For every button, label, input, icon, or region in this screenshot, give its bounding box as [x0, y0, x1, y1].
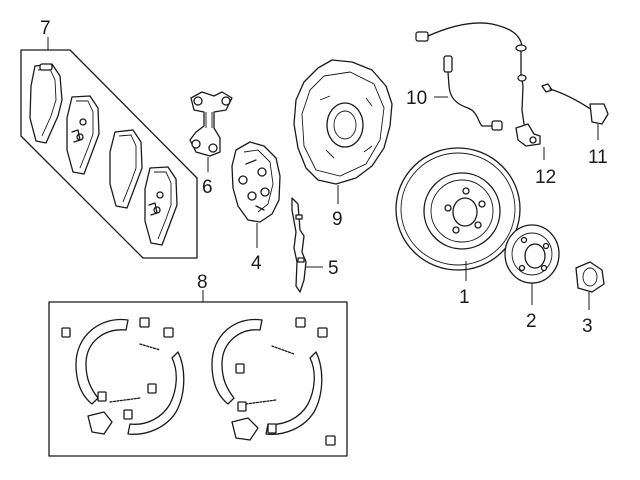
brake-pad [29, 63, 63, 144]
parking-brake-shoe-kit-group: 8 [48, 272, 348, 457]
brake-shoe-set-right [211, 317, 336, 446]
brake-pad-set-group: 7 [20, 18, 198, 259]
anti-rattle-clip: 5 [291, 197, 339, 293]
wheel-hub: 2 [504, 224, 560, 332]
callout-2: 2 [526, 311, 537, 332]
callout-3: 3 [582, 316, 593, 337]
brake-pad-with-clip [144, 166, 178, 246]
callout-11: 11 [588, 147, 608, 168]
callout-12: 12 [535, 167, 556, 188]
brake-caliper: 4 [231, 141, 281, 274]
callout-4: 4 [251, 253, 262, 274]
callout-1: 1 [459, 287, 470, 308]
callout-9: 9 [332, 209, 343, 230]
brake-pad [109, 129, 143, 209]
abs-sensor: 12 [415, 22, 556, 188]
brake-rotor: 1 [395, 147, 521, 308]
hub-nut: 3 [575, 261, 605, 337]
dust-shield: 9 [293, 59, 393, 230]
pad-wear-sensor: 11 [541, 83, 609, 168]
pad-set-frame [20, 49, 198, 259]
callout-8: 8 [197, 272, 208, 293]
wear-sensor-wire: 10 [406, 55, 503, 131]
shoe-kit-frame [48, 301, 348, 457]
brake-pad-with-clip [66, 95, 100, 175]
callout-7: 7 [40, 18, 51, 39]
callout-10: 10 [406, 88, 427, 109]
callout-5: 5 [328, 258, 339, 279]
brake-shoe-set-left [61, 317, 185, 435]
callout-6: 6 [202, 177, 213, 198]
caliper-bracket: 6 [189, 91, 233, 198]
